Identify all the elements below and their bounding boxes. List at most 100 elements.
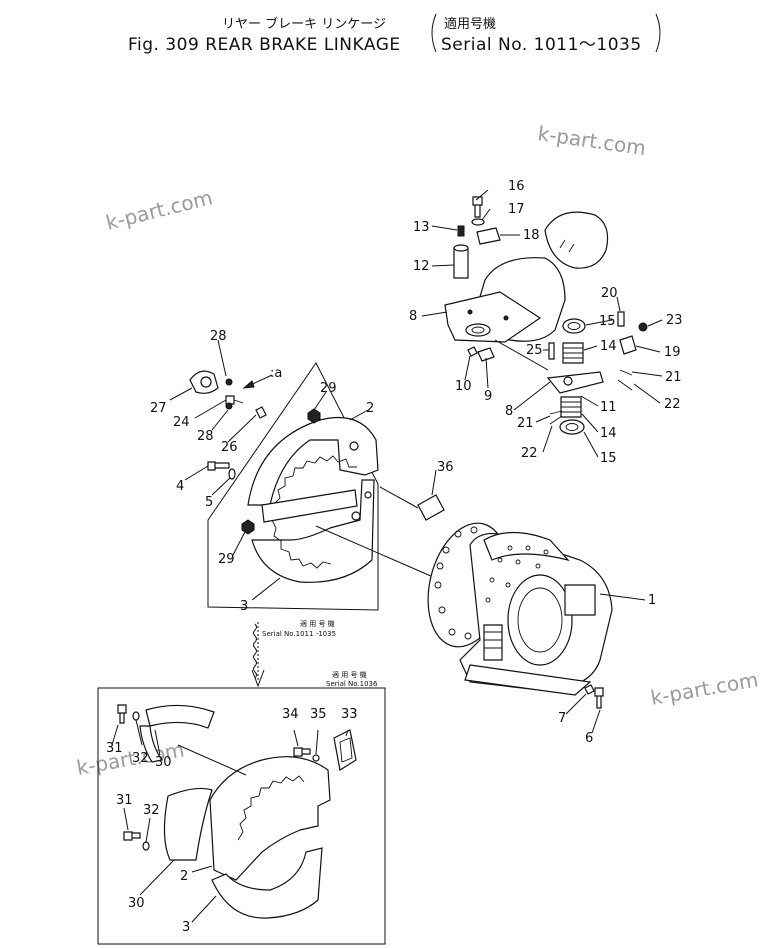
brake-shoe-top (483, 531, 570, 562)
title-close-paren (655, 13, 661, 53)
linkage-assembly (444, 196, 648, 435)
washer-17 (471, 218, 485, 226)
watermark: k-part.com (536, 121, 647, 160)
callout-26: 26 (221, 440, 238, 455)
plate-slot (261, 489, 358, 523)
washer-32 (132, 711, 140, 721)
bolt-31 (117, 704, 127, 724)
sleeve-12 (453, 247, 469, 279)
callout-25: 25 (526, 343, 543, 358)
leader-lines-left (169, 339, 257, 496)
callout-10: 10 (455, 379, 472, 394)
leader-lines-upper-right (421, 189, 663, 458)
figure-title: リヤー ブレーキ リンケージ 適用号機 Fig. 309 REAR BRAKE … (128, 13, 661, 55)
shield-panel-upper: 適 用 号 機 Serial No.1011 -1035 (207, 362, 379, 688)
nut-23 (638, 322, 648, 332)
callout-2b: 2 (180, 869, 188, 884)
pin-21 (619, 369, 633, 376)
callout-30b: 30 (128, 896, 145, 911)
callout-32b: 32 (143, 803, 160, 818)
pin-18 (476, 227, 501, 245)
actuator-block (564, 584, 596, 616)
callout-32: 32 (132, 751, 149, 766)
lower-serial-note: Serial No.1036 (326, 680, 378, 688)
callout-36: 36 (437, 460, 454, 475)
drum-base (464, 664, 592, 696)
shield-panel-lower: 適 用 号 機 Serial No.1036 (97, 670, 386, 945)
plate-3 (251, 479, 375, 583)
callout-22b: 22 (521, 446, 538, 461)
cotter-22 (617, 379, 633, 391)
callout-8b: 8 (505, 404, 513, 419)
callout-5: 5 (205, 495, 213, 510)
washer-28b (225, 402, 233, 410)
callout-30: 30 (155, 755, 172, 770)
callout-7: 7 (558, 711, 566, 726)
leader-lines-lower (111, 719, 349, 923)
callout-11: 11 (600, 400, 617, 415)
bolt-20 (617, 311, 625, 327)
callout-21b: 21 (517, 416, 534, 431)
nut-29 (307, 408, 321, 424)
title-japanese-name: リヤー ブレーキ リンケージ (222, 16, 386, 32)
leader-lines-upper-panel (232, 391, 441, 601)
cover-dome (544, 211, 609, 269)
callout-20: 20 (601, 286, 618, 301)
bolt-4 (207, 461, 230, 471)
watermark: k-part.com (649, 667, 760, 710)
pin-25 (548, 342, 555, 360)
callout-21: 21 (665, 370, 682, 385)
bolt-31b (123, 831, 141, 841)
callout-19: 19 (664, 345, 681, 360)
callout-4: 4 (176, 479, 184, 494)
part-number-callouts: 16 17 13 18 12 8 20 15 23 25 14 19 10 9 … (106, 179, 683, 935)
callout-22: 22 (664, 397, 681, 412)
callout-12: 12 (413, 259, 430, 274)
callout-24: 24 (173, 415, 190, 430)
nut-26 (255, 406, 267, 419)
cover-33 (333, 729, 357, 771)
washer-28 (225, 378, 233, 386)
washer-35 (312, 754, 320, 762)
callout-3: 3 (240, 599, 248, 614)
plate-3-lower (211, 847, 323, 919)
callout-23: 23 (666, 313, 683, 328)
fitting-13 (457, 225, 465, 237)
leader-lines-drum (431, 469, 646, 734)
arc-plate-30b (163, 787, 213, 861)
adjuster-parts (189, 370, 273, 480)
washer-5 (228, 468, 236, 480)
callout-a: :a (270, 366, 282, 381)
callout-31: 31 (106, 741, 123, 756)
callout-35: 35 (310, 707, 327, 722)
bolt-6 (594, 687, 604, 709)
nut-10 (467, 346, 478, 357)
callout-34: 34 (282, 707, 299, 722)
washer-32b (142, 841, 150, 851)
lower-serial-jp: 適 用 号 機 (332, 670, 367, 679)
callout-17: 17 (508, 202, 525, 217)
title-main: Fig. 309 REAR BRAKE LINKAGE (128, 35, 401, 55)
seal-15 (562, 318, 586, 334)
brake-assembly (379, 486, 613, 709)
callout-31b: 31 (116, 793, 133, 808)
callout-18: 18 (523, 228, 540, 243)
callout-13: 13 (413, 220, 430, 235)
callout-8: 8 (409, 309, 417, 324)
nut-29b (241, 519, 255, 535)
lower-panel-frame (97, 687, 386, 945)
callout-29: 29 (320, 381, 337, 396)
arc-plate-30 (145, 704, 215, 729)
bolt-34 (293, 747, 311, 757)
watermark: k-part.com (103, 185, 214, 235)
callout-2: 2 (366, 401, 374, 416)
lever-11 (546, 371, 604, 394)
callout-1: 1 (648, 593, 656, 608)
callout-16: 16 (508, 179, 525, 194)
callout-33: 33 (341, 707, 358, 722)
callout-15: 15 (599, 314, 616, 329)
title-japanese-serial: 適用号機 (444, 16, 496, 32)
upper-serial-note: Serial No.1011 -1035 (262, 630, 336, 638)
title-serial: Serial No. 1011～1035 (441, 35, 642, 55)
